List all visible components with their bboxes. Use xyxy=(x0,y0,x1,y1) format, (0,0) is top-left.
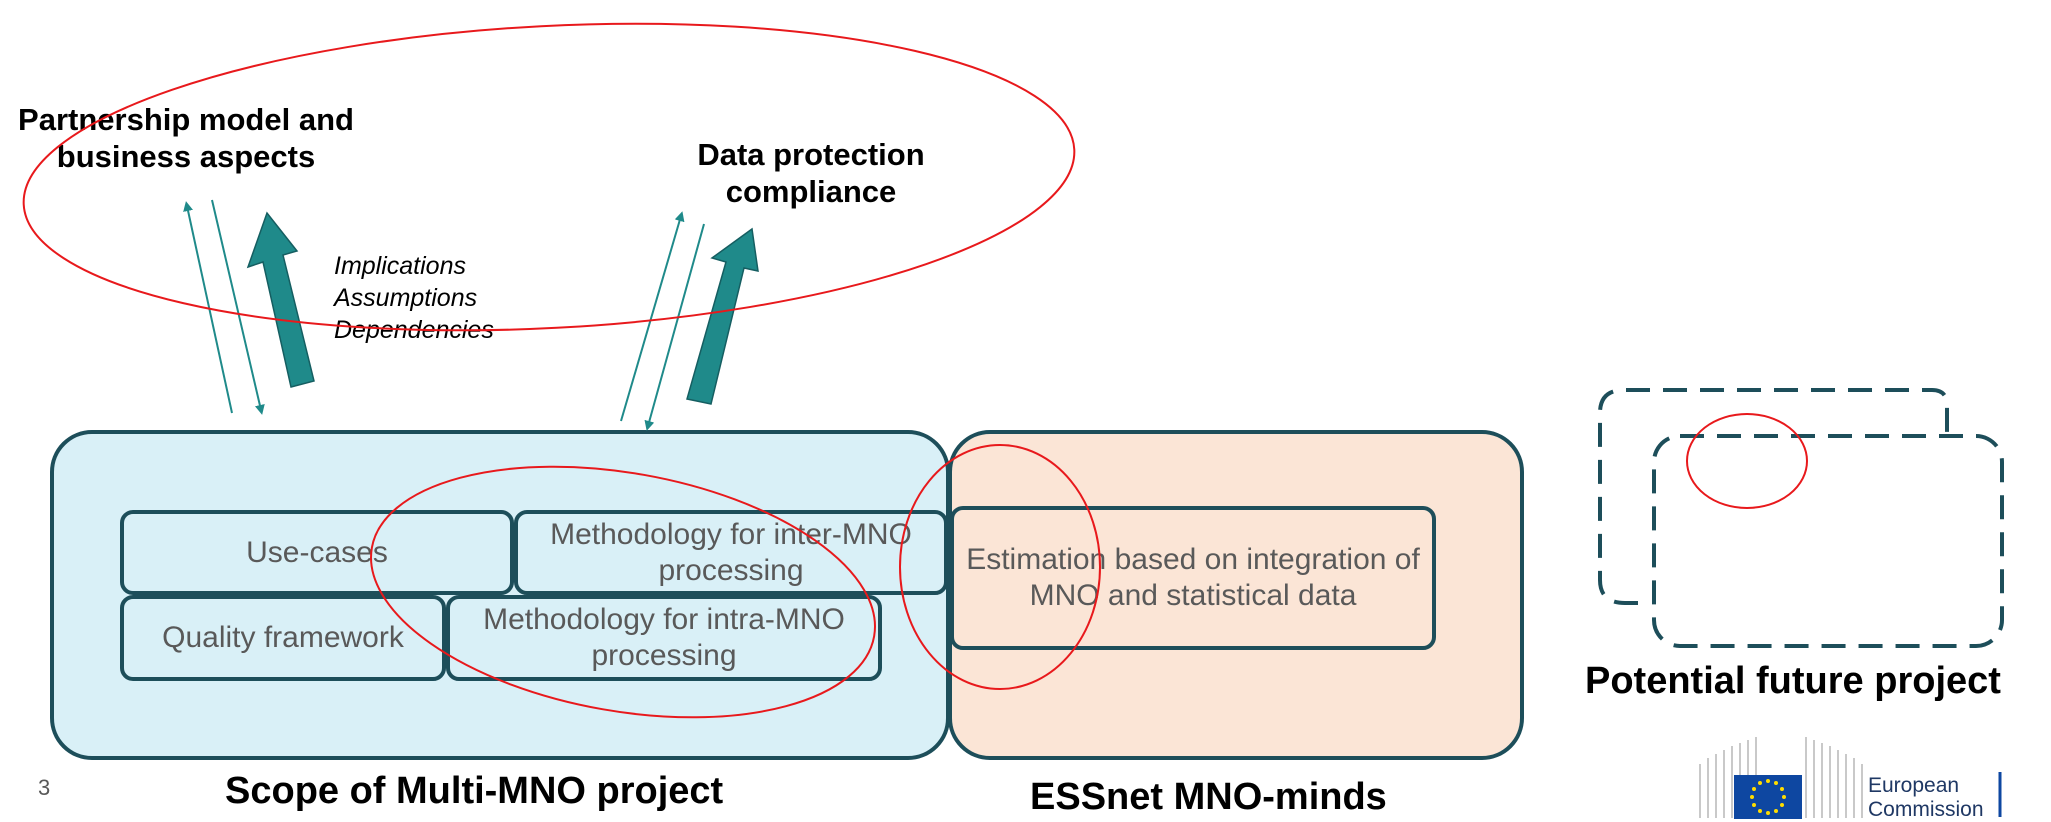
data-protection-heading: Data protection compliance xyxy=(697,137,925,209)
multi-mno-caption: Scope of Multi-MNO project xyxy=(225,770,724,812)
annotation-ellipse-future xyxy=(1686,413,1808,509)
implications-list: Implications Assumptions Dependencies xyxy=(334,250,494,346)
thin-arrow-up-right xyxy=(620,211,685,422)
annotation-ellipse-small xyxy=(899,444,1101,690)
estimation-box: Estimation based on integration of MNO a… xyxy=(950,506,1436,650)
implications-item: Implications xyxy=(334,252,466,280)
page-number: 3 xyxy=(38,775,51,800)
eu-stars xyxy=(1750,779,1786,815)
ec-logo-line1: European xyxy=(1868,774,1960,797)
thick-arrow-left xyxy=(246,211,315,388)
use-cases-box: Use-cases xyxy=(120,510,514,595)
thick-arrow-right xyxy=(686,227,759,405)
use-cases-label: Use-cases xyxy=(246,535,388,569)
future-project-front-shape xyxy=(1652,434,2004,648)
ec-logo-line2: Commission xyxy=(1868,798,1984,821)
essnet-caption: ESSnet MNO-minds xyxy=(1030,776,1387,818)
thin-arrow-down-right xyxy=(644,223,705,431)
inter-mno-box: Methodology for inter-MNO processing xyxy=(514,510,948,595)
intra-mno-box: Methodology for intra-MNO processing xyxy=(446,595,882,681)
future-project-back-shape xyxy=(1598,388,1949,605)
ec-logo-text: European Commission xyxy=(1868,774,1984,822)
intra-mno-label: Methodology for intra-MNO processing xyxy=(483,603,845,672)
essnet-container xyxy=(948,430,1524,760)
quality-framework-label: Quality framework xyxy=(162,621,404,654)
annotation-ellipse-middle xyxy=(370,465,876,719)
partnership-heading: Partnership model and business aspects xyxy=(18,102,354,174)
future-project-caption: Potential future project xyxy=(1585,660,2001,702)
estimation-label: Estimation based on integration of MNO a… xyxy=(966,543,1420,612)
assumptions-item: Assumptions xyxy=(334,284,478,312)
inter-mno-label: Methodology for inter-MNO processing xyxy=(550,517,912,587)
ec-logo-graphic xyxy=(1699,737,2002,819)
quality-framework-box: Quality framework xyxy=(120,595,446,681)
thin-arrow-down-left xyxy=(211,199,265,415)
annotation-ellipse-top xyxy=(22,22,1076,332)
